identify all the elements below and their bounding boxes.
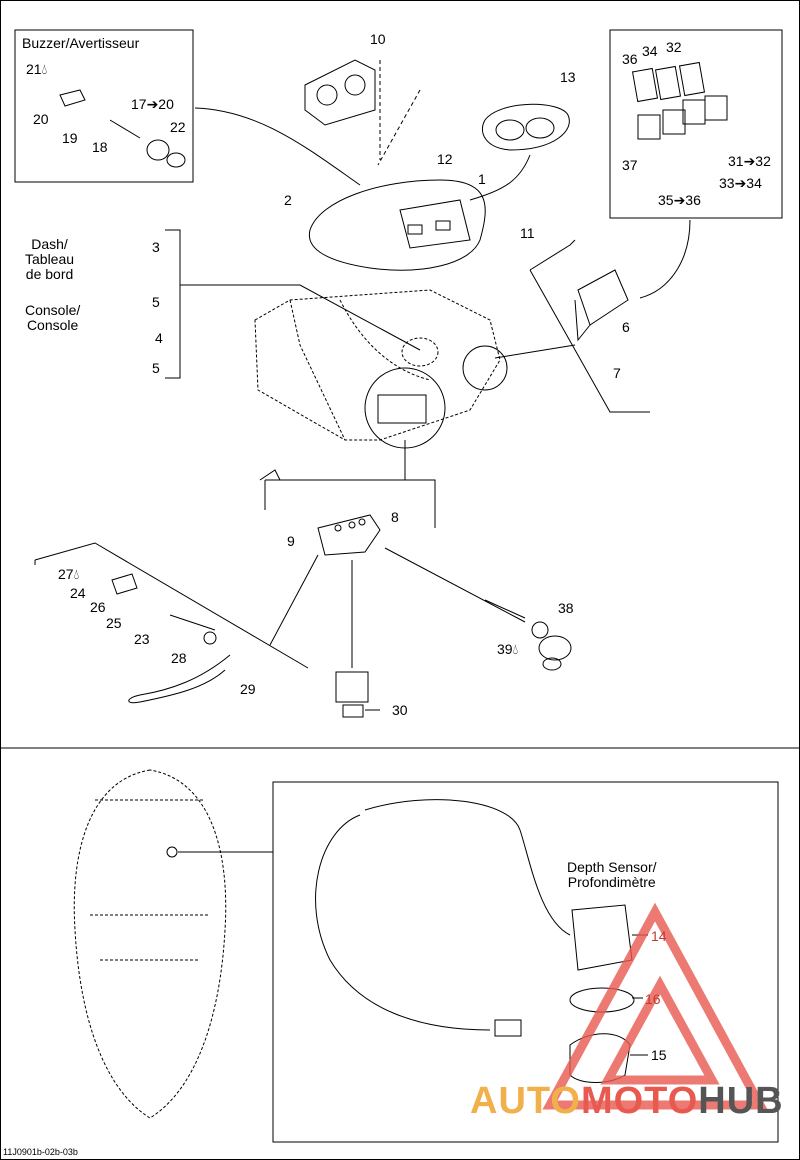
depth-sensor-box	[272, 781, 779, 1143]
callout-33: 33➔34	[719, 175, 762, 191]
callout-32: 32	[666, 39, 682, 55]
oil-drop-icon: 💧︎	[73, 566, 80, 582]
callout-14: 14	[651, 928, 667, 944]
callout-22: 22	[170, 119, 186, 135]
callout-39: 39💧︎	[497, 641, 519, 657]
depth-sensor-caption: Depth Sensor/ Profondimètre	[567, 859, 657, 890]
callout-35: 35➔36	[658, 192, 701, 208]
gauge-cluster	[304, 59, 376, 126]
callout-34: 34	[642, 43, 658, 59]
callout-31: 31➔32	[728, 153, 771, 169]
sensor-cable	[315, 814, 491, 1031]
bezel	[481, 103, 570, 151]
buzzer-leader	[194, 107, 361, 186]
sensor-body	[571, 904, 633, 971]
bezel-leader	[469, 154, 531, 201]
oil-drop-icon: 💧︎	[41, 61, 48, 77]
callout-1: 1	[478, 171, 486, 187]
oil-drop-icon: 💧︎	[512, 641, 519, 657]
callout-5b: 5	[152, 360, 160, 376]
callout-23: 23	[134, 631, 150, 647]
zoom-circle-2	[462, 345, 508, 391]
callout-13: 13	[560, 69, 576, 85]
callout-6: 6	[622, 319, 630, 335]
dash-top	[308, 179, 486, 271]
callout-17: 17➔20	[131, 96, 174, 112]
zoom-circle	[364, 367, 446, 449]
hull-outline	[73, 769, 227, 1119]
callout-8: 8	[391, 509, 399, 525]
callout-16: 16	[645, 991, 661, 1007]
watermark-text: AUTOMOTOHUB	[470, 1080, 784, 1122]
callout-26: 26	[90, 599, 106, 615]
watermark-logo	[542, 902, 768, 1110]
callout-28: 28	[171, 650, 187, 666]
callout-30: 30	[392, 702, 408, 718]
dash-caption: Dash/ Tableau de bord	[25, 236, 75, 282]
indicator-box	[609, 29, 783, 219]
callout-37: 37	[622, 157, 638, 173]
callout-36: 36	[622, 51, 638, 67]
callout-27: 27💧︎	[58, 566, 80, 582]
callout-3: 3	[152, 239, 160, 255]
console-caption: Console/ Console	[25, 302, 81, 333]
callout-5a: 5	[152, 294, 160, 310]
console-outline	[254, 289, 501, 441]
callout-9: 9	[287, 533, 295, 549]
callout-24: 24	[70, 585, 86, 601]
bracket	[317, 514, 381, 556]
callout-10: 10	[370, 31, 386, 47]
callout-12: 12	[437, 151, 453, 167]
footer-code: 11J0901b-02b-03b	[3, 1147, 78, 1157]
callout-4: 4	[155, 330, 163, 346]
buzzer-caption: Buzzer/Avertisseur	[22, 35, 140, 51]
callout-11: 11	[520, 225, 535, 241]
buzzer-box	[14, 29, 194, 183]
callout-38: 38	[558, 600, 574, 616]
indicator-leader	[639, 219, 691, 299]
callout-7: 7	[613, 365, 621, 381]
callout-2: 2	[284, 192, 292, 208]
callout-29: 29	[240, 681, 256, 697]
callout-19: 19	[62, 130, 78, 146]
callout-20: 20	[33, 111, 49, 127]
callout-18: 18	[92, 139, 108, 155]
callout-25: 25	[106, 615, 122, 631]
callout-21: 21💧︎	[26, 61, 48, 77]
callout-15: 15	[651, 1047, 667, 1063]
